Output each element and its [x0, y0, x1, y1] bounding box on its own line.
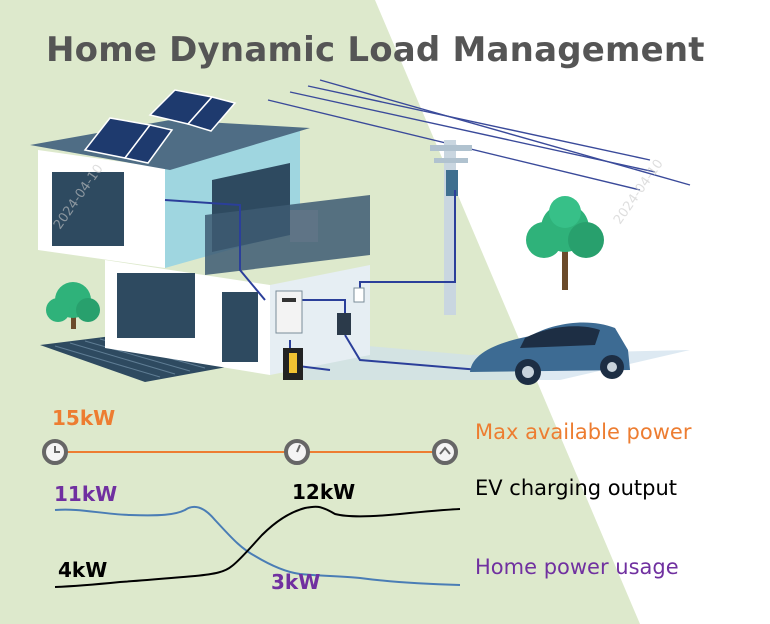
utility-pole [430, 140, 472, 315]
electric-car [470, 322, 630, 385]
tree-left [46, 282, 100, 329]
clock-icon-middle [284, 439, 310, 465]
svg-text:2024-04-10: 2024-04-10 [611, 157, 667, 228]
ev-end-value: 12kW [292, 480, 356, 504]
home-end-value: 3kW [271, 570, 321, 594]
legend-ev-output: EV charging output [475, 476, 678, 500]
home-start-value: 11kW [54, 482, 118, 506]
home-battery [283, 348, 303, 380]
ev-output-curve [54, 505, 461, 588]
house [30, 120, 370, 382]
ev-charger [337, 313, 351, 335]
max-power-value: 15kW [52, 406, 116, 430]
solar-panels [83, 89, 237, 164]
smart-meter [353, 287, 365, 303]
clock-icon-start [42, 439, 68, 465]
tree-right [526, 196, 604, 290]
legend-home-usage: Home power usage [475, 555, 679, 579]
legend-max-power: Max available power [475, 420, 692, 444]
page-title: Home Dynamic Load Management [46, 30, 705, 70]
ev-start-value: 4kW [58, 558, 108, 582]
clock-icon-end [432, 439, 458, 465]
inverter [275, 290, 303, 334]
home-usage-curve [54, 505, 461, 586]
